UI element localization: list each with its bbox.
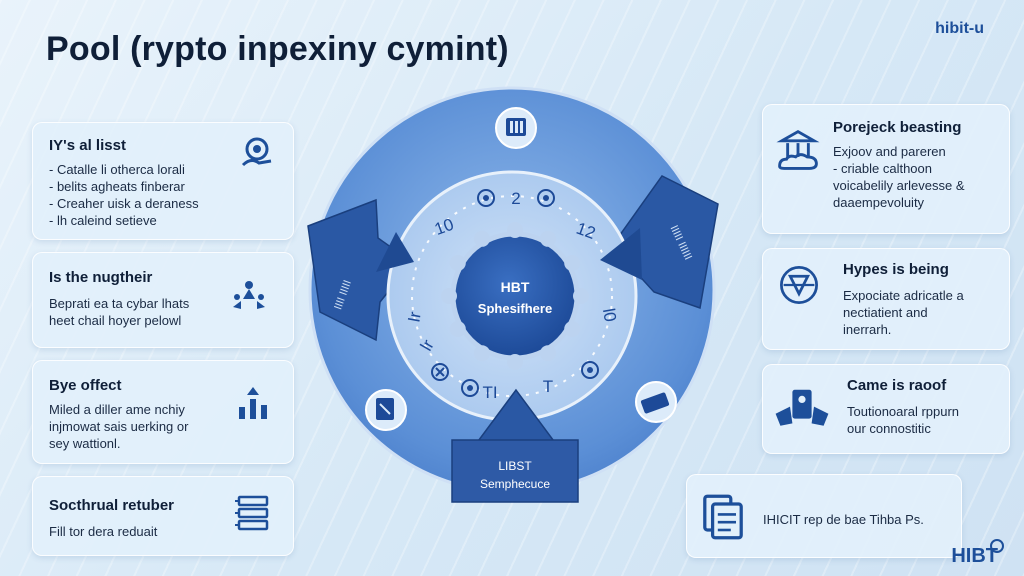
left-card-4[interactable]: Socthrual retuber Fill tor dera reduait — [32, 476, 294, 556]
gear-tooth — [474, 230, 490, 247]
brand-logo-bottom: HIBT — [951, 539, 1004, 568]
right-card-4[interactable]: IHICIT rep de bae Tihba Ps. — [686, 474, 962, 558]
ring-label: lr — [417, 336, 438, 354]
shield-network-icon — [777, 263, 821, 307]
ring-icon-left — [477, 189, 495, 207]
ring-label: 10 — [432, 215, 456, 239]
right-card-2-line-2: nectiatient and — [843, 305, 928, 320]
gear-tooth — [564, 255, 581, 271]
left-card-1[interactable]: IY's al lisst - Catalle li otherca loral… — [32, 122, 294, 240]
gear-tooth — [441, 288, 457, 304]
bottom-tab-title: LIBST — [498, 459, 532, 473]
right-arrow-segment — [611, 175, 719, 309]
left-card-3-title: Bye offect — [49, 377, 122, 394]
ring-icon-cog-left — [431, 363, 449, 381]
left-card-2-line-1: Beprati ea ta cybar lhats — [49, 296, 190, 311]
left-arrow-text: IIII IIIII — [332, 279, 354, 312]
card-icon — [640, 392, 670, 414]
left-card-3[interactable]: Bye offect Miled a diller ame nchiy injm… — [32, 360, 294, 464]
left-card-2-title: Is the nugtheir — [49, 269, 153, 286]
bank-cloud-icon — [775, 127, 821, 173]
right-card-2[interactable]: Hypes is being Expociate adricatle a nec… — [762, 248, 1010, 350]
ring-icon-lr — [537, 189, 555, 207]
gear-tooth — [573, 288, 589, 304]
left-card-4-line-1: Fill tor dera reduait — [49, 524, 158, 539]
left-card-3-line-1: Miled a diller ame nchiy — [49, 402, 185, 417]
outer-disk — [308, 86, 716, 494]
core-gear — [450, 231, 580, 361]
ring-icon-cog-bottom — [461, 379, 479, 397]
right-card-3-line-1: Toutionoaral rppurn — [847, 404, 960, 419]
right-card-3-line-2: our connostitic — [847, 421, 931, 436]
wallet-hands-icon — [773, 385, 831, 433]
right-card-2-line-3: inerrarh. — [843, 322, 892, 337]
right-arrow-text: IIIII IIIIII — [668, 224, 694, 262]
ring-label: 12 — [574, 219, 598, 243]
left-card-4-title: Socthrual retuber — [49, 497, 175, 514]
right-card-3[interactable]: Came is raoof Toutionoaral rppurn our co… — [762, 364, 1010, 454]
page-title: Pool (rypto inpexiny cymint) — [46, 30, 509, 68]
ring-label: Ir — [404, 310, 425, 324]
top-badge — [495, 107, 537, 149]
left-card-1-line-4: - lh caleind setieve — [49, 213, 157, 228]
ring-label: l0 — [599, 307, 620, 323]
bottom-tab-subtitle: Semphecuce — [480, 477, 550, 491]
gear-tooth — [449, 321, 466, 337]
ring-label: 2 — [511, 189, 520, 208]
coin-stack-icon — [376, 398, 394, 420]
right-card-2-line-1: Expociate adricatle a — [843, 288, 964, 303]
gear-tooth — [540, 230, 556, 247]
right-card-3-title: Came is raoof — [847, 377, 947, 394]
brand-logo-top: hibit-u — [935, 20, 984, 37]
documents-icon — [697, 491, 749, 543]
right-card-1-line-4: daaempevoluity — [833, 195, 925, 210]
bottom-triangle-pointer — [468, 388, 564, 453]
center-subtitle: Sphesifhere — [478, 301, 552, 316]
brand-dot-icon — [990, 539, 1004, 553]
hand-coin-icon — [237, 133, 277, 173]
left-card-1-title: IY's al lisst — [49, 137, 126, 154]
left-arrow-segment — [307, 198, 414, 342]
bottom-left-badge — [365, 389, 407, 431]
gear-tooth — [507, 354, 523, 370]
people-network-icon — [229, 277, 269, 317]
chart-growth-icon — [233, 385, 273, 425]
right-card-4-line-1: IHICIT rep de bae Tihba Ps. — [763, 512, 924, 527]
left-card-1-line-2: - belits agheats finberar — [49, 179, 185, 194]
left-small-triangle — [376, 232, 414, 272]
gear-tooth — [449, 255, 466, 271]
right-card-1[interactable]: Porejeck beasting Exjoov and pareren - c… — [762, 104, 1010, 234]
bottom-tab — [451, 439, 579, 503]
right-card-1-line-2: - criable calthoon — [833, 161, 932, 176]
right-card-2-title: Hypes is being — [843, 261, 949, 278]
ring-label: TI — [482, 383, 497, 402]
gear-tooth — [540, 345, 556, 362]
gear-tooth — [507, 222, 523, 238]
right-small-triangle — [600, 228, 642, 280]
left-card-1-line-1: - Catalle li otherca lorali — [49, 162, 185, 177]
right-card-1-line-3: voicabelily arlevesse & — [833, 178, 965, 193]
core-gear-teeth — [441, 222, 589, 370]
ring-icon-cog-right — [581, 361, 599, 379]
bank-icon — [506, 118, 526, 136]
gear-tooth — [474, 345, 490, 362]
gear-ring-inner-line — [411, 195, 613, 397]
bottom-right-badge — [635, 381, 677, 423]
gear-tooth — [564, 321, 581, 337]
left-card-2[interactable]: Is the nugtheir Beprati ea ta cybar lhat… — [32, 252, 294, 348]
brand-bottom-text: HIBT — [951, 545, 998, 567]
left-card-3-line-3: sey wattionl. — [49, 436, 121, 451]
ring-label: T — [543, 377, 553, 396]
right-card-1-title: Porejeck beasting — [833, 119, 962, 136]
right-card-1-line-1: Exjoov and pareren — [833, 144, 946, 159]
left-card-1-line-3: - Creaher uisk a deraness — [49, 196, 199, 211]
left-card-3-line-2: injmowat sais uerking or — [49, 419, 189, 434]
left-card-2-line-2: heet chail hoyer pelowl — [49, 313, 182, 328]
gear-ring — [386, 170, 638, 422]
server-stack-icon — [233, 493, 273, 533]
center-title: HBT — [501, 279, 530, 295]
